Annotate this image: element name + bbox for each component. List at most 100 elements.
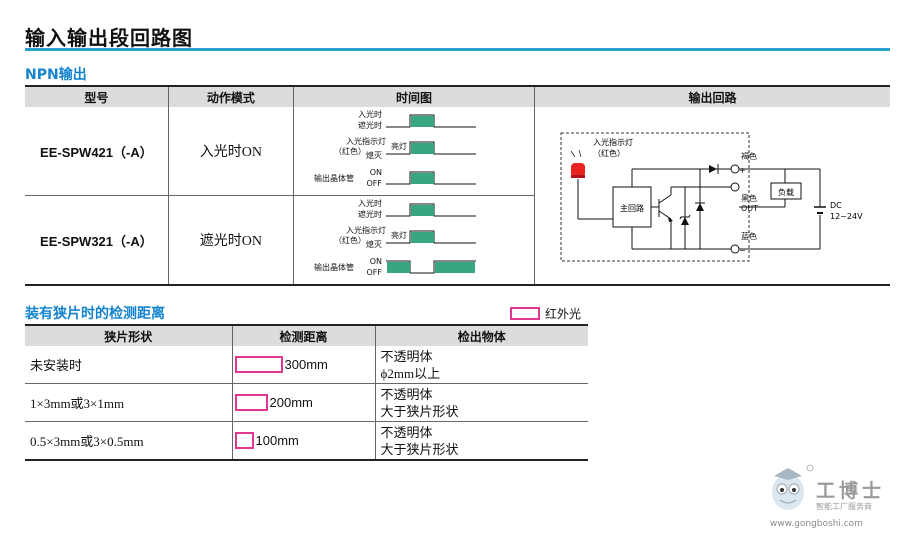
label-transistor-2: 输出晶体管 [314, 262, 354, 272]
distance-cell: 100mm [231, 421, 375, 461]
npn-section-title: NPN输出 [25, 67, 87, 83]
circuit-indicator-label: 入光指示灯 [593, 137, 633, 147]
pulse-light [410, 116, 434, 127]
label-plus: + [739, 166, 746, 175]
mode-dark-on: 遮光时ON [167, 195, 294, 285]
mascot-head [772, 474, 804, 510]
label-lit-2: 亮灯 [391, 231, 407, 240]
mascot-cap [774, 468, 802, 480]
load-label: 负载 [778, 187, 794, 197]
pulse-transistor [410, 173, 434, 184]
beam-bar [234, 394, 268, 411]
mascot-pupil-right [792, 488, 796, 492]
transistor-collector [658, 194, 672, 204]
wave-transistor-2 [385, 260, 476, 274]
object-cell: 不透明体 大于狭片形状 [374, 383, 588, 422]
label-on-2: ON [370, 257, 382, 266]
mode-light-on: 入光时ON [167, 107, 294, 196]
distance-value: 200mm [269, 395, 313, 410]
table-row: 未安装时 300mm 不透明体 ϕ2mm以上 [25, 346, 588, 384]
label-unlit: 熄灭 [366, 150, 382, 160]
beam-bar [234, 356, 283, 373]
wave-transistor [385, 171, 476, 185]
registered-mark [806, 464, 814, 472]
label-unlit-2: 熄灭 [366, 239, 382, 249]
label-blue: 蓝色 [741, 231, 757, 241]
terminal-brown [730, 164, 740, 174]
label-indicator-sub: （红色） [334, 146, 366, 156]
watermark-url: www.gongboshi.com [770, 519, 863, 529]
indicator-led-base [570, 175, 585, 178]
circuit-indicator-sub: （红色） [593, 148, 625, 158]
diode-body [695, 203, 704, 211]
label-indicator-sub-2: （红色） [334, 235, 366, 245]
watermark-logo [772, 464, 814, 510]
indicator-led [570, 163, 585, 177]
wave-light-2 [385, 203, 476, 217]
voltage-label: 12~24V [830, 212, 863, 221]
distance-value: 300mm [284, 357, 328, 372]
label-minus: − [739, 246, 746, 255]
main-circuit-label: 主回路 [620, 203, 644, 213]
timing-chart-1-svg: 入光时 遮光时 入光指示灯 （红色） 熄灭 ON OFF 输出晶体管 [314, 109, 476, 188]
label-light-off: 遮光时 [358, 120, 382, 130]
label-off: OFF [366, 179, 382, 188]
slit-distance-table: 狭片形状 检测距离 检出物体 未安装时 300mm 不透明体 ϕ2mm以上 1×… [25, 324, 588, 461]
led-ray-1 [570, 150, 576, 158]
label-brown: 褐色 [741, 151, 757, 161]
header-circuit: 输出回路 [533, 86, 890, 107]
beam-bar [234, 432, 254, 449]
label-transistor: 输出晶体管 [314, 173, 354, 183]
page-title: 输入输出段回路图 [25, 26, 193, 50]
header-timing: 时间图 [292, 86, 535, 107]
sensor-boundary [560, 132, 750, 262]
object-line-1: 不透明体 [380, 424, 433, 440]
load-box [770, 182, 802, 200]
transistor-emitter [658, 210, 672, 220]
table-row: 1×3mm或3×1mm 200mm 不透明体 大于狭片形状 [25, 383, 588, 422]
object-cell: 不透明体 ϕ2mm以上 [374, 346, 588, 384]
zener-bar [679, 214, 691, 220]
slit-section-title: 装有狭片时的检测距离 [25, 306, 165, 322]
watermark-name: 工博士 [816, 480, 886, 502]
object-line-2: ϕ2mm以上 [380, 365, 441, 381]
object-line-1: 不透明体 [380, 386, 433, 402]
legend-label: 红外光 [545, 307, 582, 321]
mascot-smile [779, 499, 797, 504]
label-light-on: 入光时 [358, 109, 382, 119]
timing-chart-dark-on: 入光时 遮光时 入光指示灯 （红色） 熄灭 ON OFF 输出晶体管 [292, 195, 535, 285]
series-diode-body [708, 165, 717, 173]
slit-shape: 未安装时 [25, 346, 232, 384]
header-distance: 检测距离 [231, 325, 375, 346]
timing-chart-light-on: 入光时 遮光时 入光指示灯 （红色） 熄灭 ON OFF 输出晶体管 [292, 107, 535, 196]
label-indicator-2: 入光指示灯 [346, 225, 386, 235]
model-spw421: EE-SPW421（-A） [25, 107, 169, 196]
model-spw321: EE-SPW321（-A） [40, 233, 153, 249]
npn-output-table: 型号 动作模式 时间图 输出回路 EE-SPW421（-A） 入光时ON 入光时… [25, 85, 890, 286]
slit-shape: 0.5×3mm或3×0.5mm [25, 421, 232, 461]
main-circuit-box [612, 186, 652, 228]
distance-cell: 300mm [231, 346, 375, 384]
object-line-2: 大于狭片形状 [380, 441, 459, 457]
pulse-transistor-2b [434, 262, 475, 273]
label-lit-1: 亮灯 [391, 142, 407, 151]
title-rule [25, 48, 890, 51]
emitter-arrow [667, 217, 673, 222]
wave-indicator [385, 141, 476, 155]
legend-swatch [510, 307, 540, 320]
object-line-2: 大于狭片形状 [380, 403, 459, 419]
pulse-transistor-2a [386, 262, 410, 273]
mascot-pupil-left [780, 488, 784, 492]
header-slit-shape: 狭片形状 [25, 325, 232, 346]
label-indicator: 入光指示灯 [346, 136, 386, 146]
header-object: 检出物体 [374, 325, 588, 346]
terminal-black [730, 182, 740, 192]
timing-chart-2-svg: 入光时 遮光时 入光指示灯 （红色） 熄灭 ON OFF 输出晶体管 [314, 198, 476, 277]
output-circuit-diagram: 入光指示灯 （红色） 主回路 [560, 132, 863, 262]
zener-body [680, 217, 689, 225]
header-model: 型号 [25, 86, 169, 107]
wave-indicator-2 [385, 230, 476, 244]
label-light-on-2: 入光时 [358, 198, 382, 208]
watermark-tagline: 智能工厂服务商 [816, 502, 872, 511]
header-mode: 动作模式 [167, 86, 294, 107]
